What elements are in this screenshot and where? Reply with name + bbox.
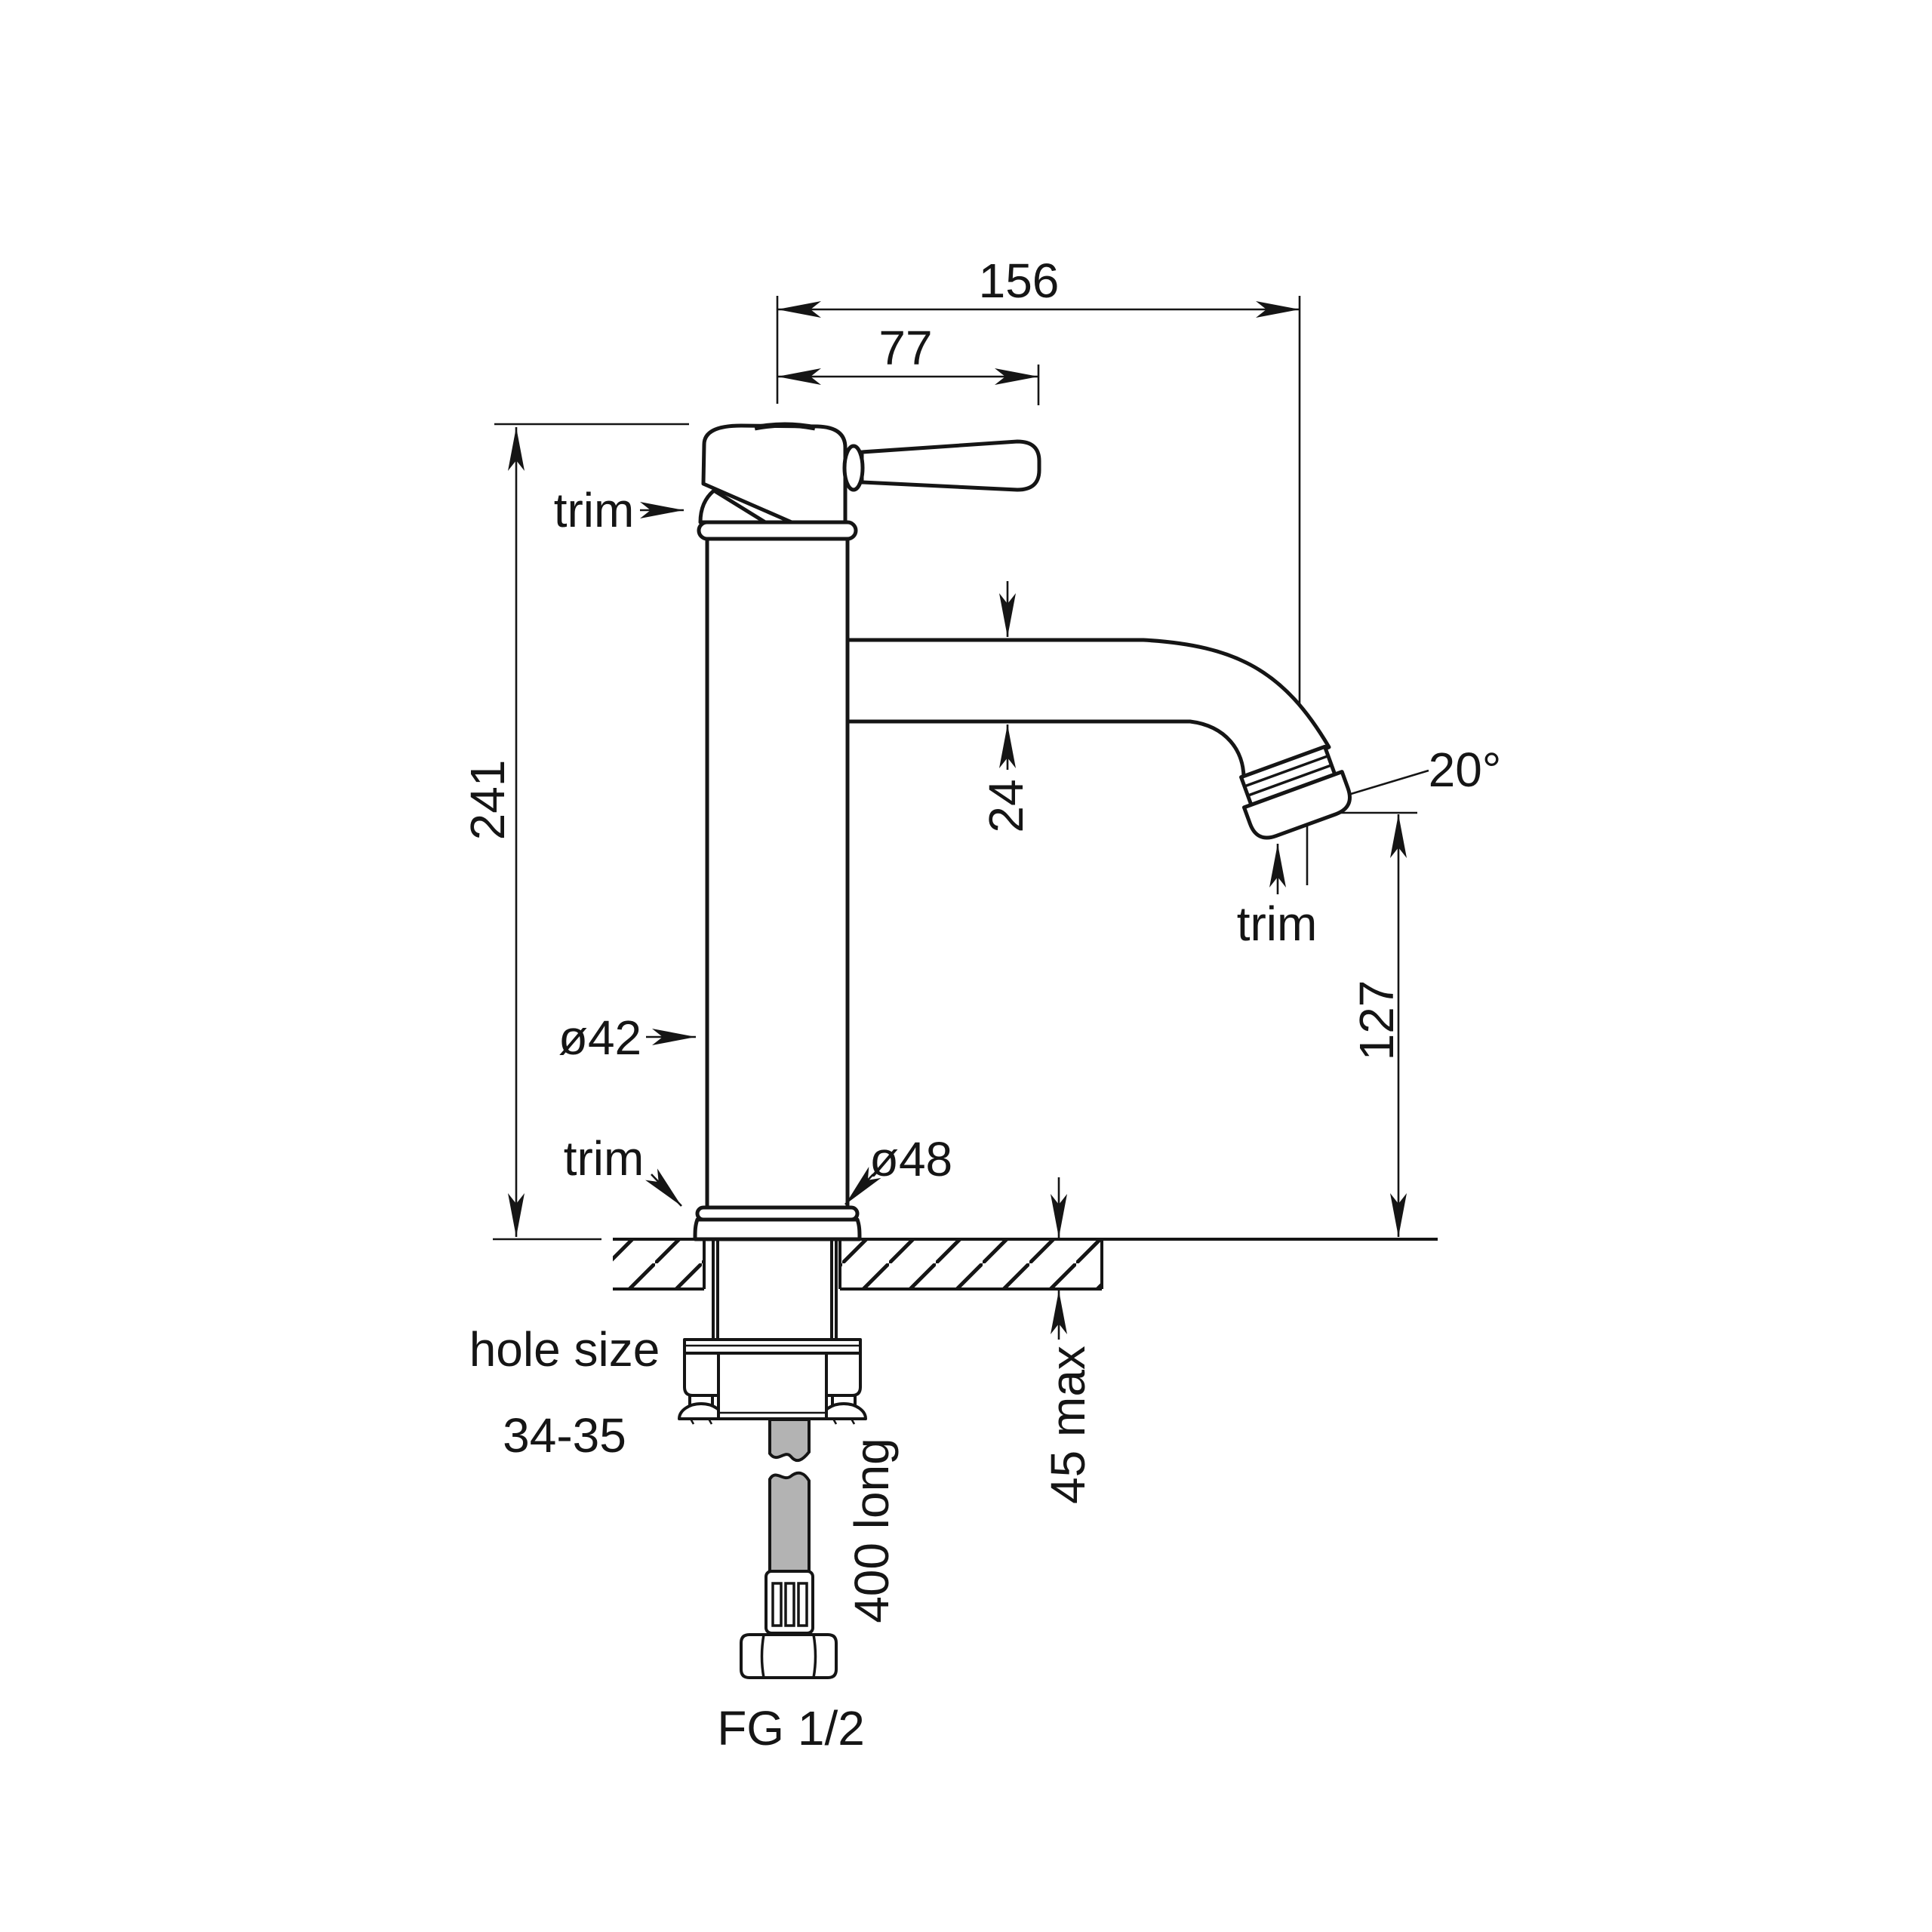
spout [845, 638, 1331, 780]
label-body-diameter: ø42 [558, 1011, 641, 1065]
bench-hatch-right [840, 1239, 1102, 1289]
mounting-screw-right-head [820, 1402, 867, 1420]
label-hole-size-line1: hole size [469, 1322, 660, 1377]
mounting-assembly [678, 1239, 867, 1425]
base-flange [693, 1217, 862, 1241]
leader-base-diameter [844, 1166, 881, 1205]
hose-hex-nut-facets [760, 1633, 817, 1679]
supply-hose [740, 1418, 838, 1679]
mounting-screw-right-ticks [832, 1418, 856, 1425]
handle-boss [842, 444, 865, 492]
body-column [705, 537, 850, 1210]
handle-lever [860, 439, 1041, 492]
label-hose-length: 400 long [844, 1438, 899, 1623]
mounting-shank [712, 1239, 838, 1340]
cartridge-head [701, 423, 848, 525]
label-hole-size-line2: 34-35 [503, 1408, 626, 1463]
spout-collar-ribs [1243, 754, 1334, 797]
label-overall-reach: 156 [979, 254, 1060, 308]
tap [693, 422, 1352, 1241]
mounting-screw-left-ticks [689, 1418, 713, 1425]
mounting-screw-left-head [678, 1402, 724, 1420]
label-spout-angle: 20° [1429, 743, 1502, 797]
label-base-diameter: ø48 [869, 1132, 952, 1186]
label-trim-base: trim [564, 1131, 645, 1186]
hose-lower-piece [768, 1471, 811, 1573]
leader-spout-angle [1350, 769, 1429, 795]
cartridge-head-wedge [698, 488, 768, 525]
extension-lines [493, 296, 1429, 1241]
spout-cap [1241, 770, 1352, 840]
hose-fitting-knurl [797, 1582, 808, 1627]
hose-upper-piece [768, 1418, 811, 1463]
spout-aerator [1239, 744, 1352, 840]
label-body-height: 241 [460, 760, 515, 841]
hose-fitting-knurl [784, 1582, 795, 1627]
hose-hex-nut [740, 1633, 838, 1679]
leader-trim-base [645, 1168, 682, 1207]
head-top-seam [754, 422, 816, 431]
hose-fitting-knurl [771, 1582, 783, 1627]
label-trim-spout: trim [1237, 897, 1318, 951]
bench-hatch-left [613, 1239, 704, 1289]
bench-hole-edges [703, 1239, 1103, 1289]
label-spout-tube: 24 [979, 779, 1033, 832]
label-trim-top: trim [554, 483, 635, 537]
label-outlet-height: 127 [1349, 980, 1404, 1061]
label-handle-reach: 77 [878, 321, 932, 375]
bench-section [613, 1238, 1438, 1291]
dimension-labels: 156 77 241 24 127 45 max 400 long 20° ø4… [460, 254, 1501, 1755]
label-connector: FG 1/2 [717, 1701, 865, 1755]
top-trim-ring [697, 520, 858, 541]
mounting-nut-body [717, 1352, 828, 1420]
dimension-lines [508, 301, 1407, 1340]
label-bench-thickness: 45 max [1041, 1346, 1095, 1504]
